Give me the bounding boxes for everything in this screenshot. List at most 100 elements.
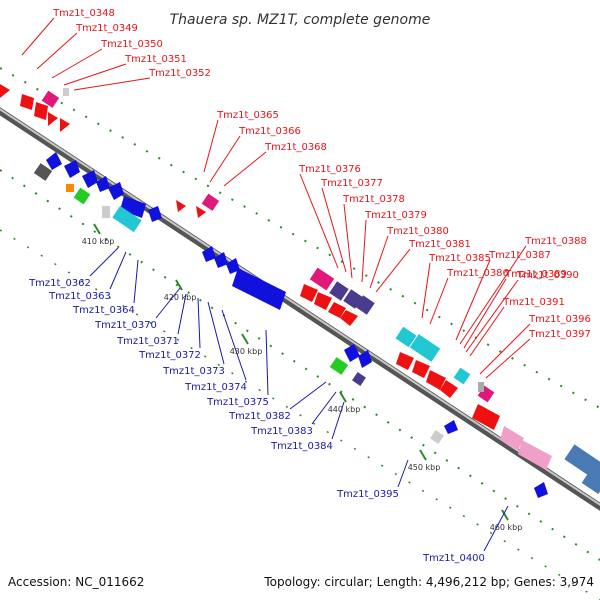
forward-gene-arrow xyxy=(396,352,414,370)
reverse-gene-arrow xyxy=(120,196,146,218)
scale-tick-mark xyxy=(419,449,427,461)
forward-gene-leader-line xyxy=(203,119,219,173)
reverse-gene-leader-line xyxy=(331,401,345,440)
scale-tick-label: 440 kbp xyxy=(328,405,361,414)
forward-gene-arrow xyxy=(412,360,430,378)
forward-gene-label: Tmz1t_0366 xyxy=(238,126,301,137)
forward-gene-arrow xyxy=(60,118,70,132)
forward-gene-label: Tmz1t_0350 xyxy=(100,39,163,50)
reverse-gene-label: Tmz1t_0375 xyxy=(206,397,269,408)
forward-gene-box xyxy=(309,267,335,291)
reverse-gene-arrow xyxy=(148,206,162,222)
forward-gene-label: Tmz1t_0389 xyxy=(504,269,567,280)
forward-gene-label: Tmz1t_0349 xyxy=(75,23,138,34)
dotted-track-inner xyxy=(0,169,600,561)
dotted-track-far xyxy=(0,229,600,600)
forward-gene-leader-line xyxy=(343,203,353,279)
scale-tick-mark xyxy=(175,279,183,291)
reverse-gene-leader-line xyxy=(311,391,337,425)
reverse-gene-leader-line xyxy=(177,293,187,335)
forward-gene-box xyxy=(478,382,484,392)
scale-tick-label: 450 kbp xyxy=(408,463,441,472)
forward-gene-label: Tmz1t_0351 xyxy=(124,54,187,65)
reverse-gene-label: Tmz1t_0371 xyxy=(116,336,179,347)
forward-gene-leader-line xyxy=(375,248,411,293)
reverse-gene-label: Tmz1t_0395 xyxy=(336,489,399,500)
reverse-gene-arrow xyxy=(444,420,458,434)
forward-gene-box xyxy=(409,334,441,362)
forward-gene-label: Tmz1t_0348 xyxy=(52,8,115,19)
forward-gene-leader-line xyxy=(429,277,449,325)
forward-gene-label: Tmz1t_0380 xyxy=(386,226,449,237)
genome-backbone xyxy=(0,107,600,511)
reverse-gene-label: Tmz1t_0364 xyxy=(72,305,135,316)
forward-gene-label: Tmz1t_0391 xyxy=(502,297,565,308)
forward-gene-leader-line xyxy=(361,219,367,283)
forward-gene-arrow xyxy=(340,310,358,326)
reverse-gene-label: Tmz1t_0384 xyxy=(270,441,333,452)
forward-gene-leader-line xyxy=(465,279,519,353)
forward-gene-leader-line xyxy=(223,151,267,187)
forward-gene-leader-line xyxy=(459,245,527,345)
reverse-gene-label: Tmz1t_0373 xyxy=(162,366,225,377)
forward-gene-leader-line xyxy=(73,77,151,91)
reverse-gene-arrow xyxy=(232,268,286,310)
reverse-gene-arrow xyxy=(344,344,360,362)
forward-gene-leader-line xyxy=(479,323,531,375)
reverse-gene-leader-line xyxy=(289,381,327,410)
reverse-gene-box xyxy=(352,372,366,386)
reverse-gene-labels: Tmz1t_0362Tmz1t_0363Tmz1t_0364Tmz1t_0370… xyxy=(28,247,509,564)
reverse-gene-box xyxy=(102,206,110,218)
scale-tick-label: 420 kbp xyxy=(164,293,197,302)
forward-gene-arrow xyxy=(176,200,186,212)
forward-gene-arrow xyxy=(472,404,500,430)
scale-tick-label: 410 kbp xyxy=(82,237,115,246)
forward-gene-arrow xyxy=(440,380,458,398)
reverse-gene-arrow xyxy=(358,350,372,368)
reverse-gene-label: Tmz1t_0400 xyxy=(422,553,485,564)
forward-gene-label: Tmz1t_0377 xyxy=(320,178,383,189)
reverse-gene-leader-line xyxy=(265,329,269,396)
forward-gene-arrow xyxy=(48,112,58,126)
scale-tick-mark xyxy=(339,391,347,403)
forward-gene-leader-line xyxy=(299,173,339,269)
reverse-gene-leader-line xyxy=(221,309,247,381)
reverse-gene-box xyxy=(430,430,444,444)
forward-gene-leader-line xyxy=(485,338,531,379)
forward-gene-arrow xyxy=(518,440,552,470)
reverse-gene-arrow xyxy=(534,482,548,498)
forward-gene-label: Tmz1t_0368 xyxy=(264,142,327,153)
forward-gene-leader-line xyxy=(51,48,103,79)
gene-glyphs xyxy=(0,84,600,498)
scale-tick-label: 430 kbp xyxy=(230,347,263,356)
forward-gene-arrow xyxy=(328,302,346,318)
reverse-gene-label: Tmz1t_0374 xyxy=(184,382,247,393)
reverse-gene-label: Tmz1t_0370 xyxy=(94,320,157,331)
topology-text: Topology: circular; Length: 4,496,212 bp… xyxy=(263,575,594,589)
reverse-gene-box xyxy=(73,187,91,205)
reverse-gene-arrow xyxy=(96,176,110,192)
reverse-gene-box xyxy=(33,163,53,181)
reverse-gene-arrow xyxy=(64,160,80,178)
forward-gene-label: Tmz1t_0378 xyxy=(342,194,405,205)
forward-gene-arrow xyxy=(20,94,34,110)
reverse-gene-arrow xyxy=(226,258,240,274)
reverse-gene-leader-line xyxy=(207,301,225,365)
forward-gene-labels: Tmz1t_0348Tmz1t_0349Tmz1t_0350Tmz1t_0351… xyxy=(21,8,591,379)
forward-gene-label: Tmz1t_0376 xyxy=(298,164,361,175)
forward-gene-arrow xyxy=(500,426,524,450)
forward-gene-arrow xyxy=(34,102,48,120)
reverse-gene-label: Tmz1t_0363 xyxy=(48,291,111,302)
forward-gene-label: Tmz1t_0390 xyxy=(516,270,579,281)
forward-gene-leader-line xyxy=(21,17,55,56)
reverse-gene-leader-line xyxy=(397,459,409,488)
forward-gene-leader-line xyxy=(455,259,491,341)
reverse-gene-label: Tmz1t_0382 xyxy=(228,411,291,422)
reverse-gene-leader-line xyxy=(483,505,509,552)
forward-gene-box xyxy=(63,88,69,96)
reverse-gene-arrow xyxy=(108,182,124,200)
forward-gene-leader-line xyxy=(36,32,78,70)
forward-gene-box xyxy=(453,367,471,385)
